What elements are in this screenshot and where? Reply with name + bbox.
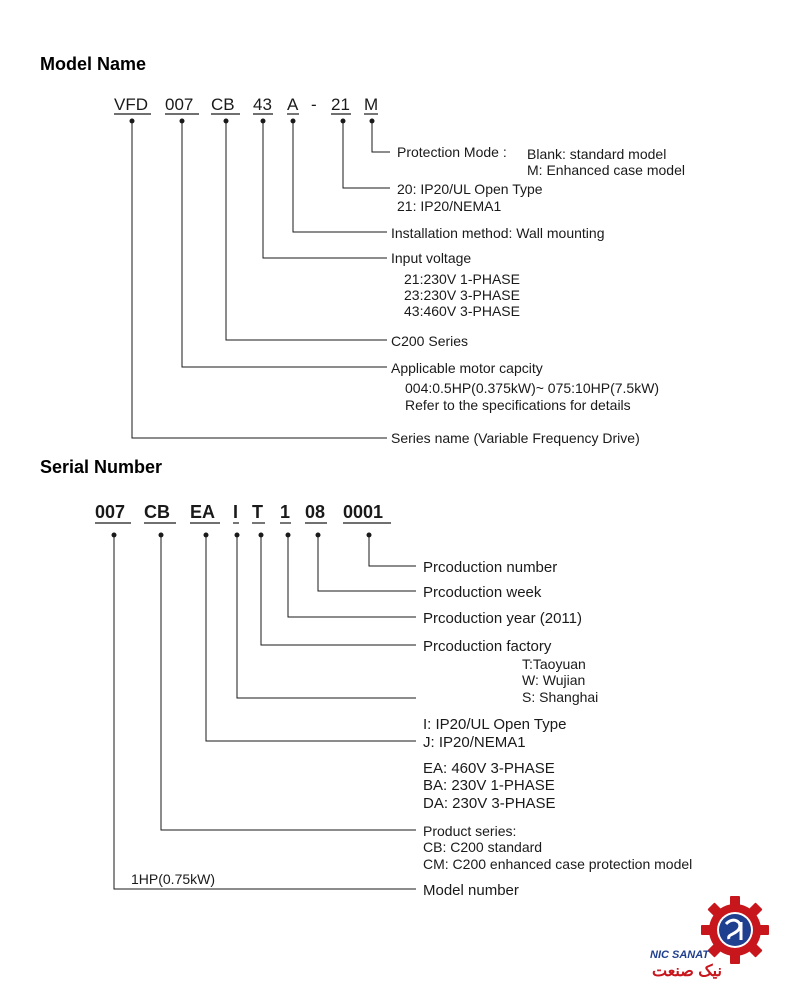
serial-code-model: 007 [95,502,125,522]
model-number: Model number [423,882,519,899]
production-factory: Prcoduction factory [423,638,552,655]
serial-code-number: 0001 [343,502,383,522]
serial-code: 007 CB EA I T 1 08 0001 [95,502,391,524]
model-code-series: CB [211,95,235,114]
nic-sanat-logo: NIC SANAT نیک صنعت [650,896,769,980]
install-method: Installation method: Wall mounting [391,225,604,241]
model-code-protection: M [364,95,378,114]
volt-ba: BA: 230V 1-PHASE [423,777,555,794]
serial-code-year: 1 [280,502,290,522]
model-code-dash: - [311,95,317,114]
factory-wujian: W: Wujian [522,672,585,688]
model-code-install: A [287,95,299,114]
input-voltage-label: Input voltage [391,250,471,266]
type-21: 21: IP20/NEMA1 [397,198,501,214]
protection-mode-label: Protection Mode : [397,144,507,160]
model-hp: 1HP(0.75kW) [131,871,215,887]
model-code-voltage: 43 [253,95,272,114]
volt-ea: EA: 460V 3-PHASE [423,760,555,777]
capacity-label: Applicable motor capcity [391,360,543,376]
volt-da: DA: 230V 3-PHASE [423,795,556,812]
type-j: J: IP20/NEMA1 [423,734,526,751]
production-number: Prcoduction number [423,559,557,576]
serial-code-factory: T [252,502,263,522]
type-i: I: IP20/UL Open Type [423,716,566,733]
serial-code-series: CB [144,502,170,522]
serial-number-heading: Serial Number [40,457,162,477]
serial-code-voltage: EA [190,502,215,522]
capacity-ref: Refer to the specifications for details [405,397,631,413]
model-code-vfd: VFD [114,95,148,114]
production-year: Prcoduction year (2011) [423,610,582,627]
type-20: 20: IP20/UL Open Type [397,181,543,197]
product-series-label: Product series: [423,823,516,839]
serial-code-week: 08 [305,502,325,522]
c200-series: C200 Series [391,333,468,349]
logo-name-fa: نیک صنعت [652,963,722,980]
protection-blank: Blank: standard model [527,146,666,162]
model-code-capacity: 007 [165,95,193,114]
capacity-range: 004:0.5HP(0.375kW)~ 075:10HP(7.5kW) [405,380,659,396]
product-cm: CM: C200 enhanced case protection model [423,856,692,872]
gear-icon [701,896,769,964]
logo-name-en: NIC SANAT [650,949,710,961]
product-cb: CB: C200 standard [423,839,542,855]
production-week: Prcoduction week [423,584,542,601]
model-code-type: 21 [331,95,350,114]
factory-shanghai: S: Shanghai [522,689,598,705]
serial-code-type: I [233,502,238,522]
voltage-21: 21:230V 1-PHASE [404,271,520,287]
protection-m: M: Enhanced case model [527,162,685,178]
factory-taoyuan: T:Taoyuan [522,656,586,672]
voltage-43: 43:460V 3-PHASE [404,303,520,319]
series-name: Series name (Variable Frequency Drive) [391,430,640,446]
voltage-23: 23:230V 3-PHASE [404,287,520,303]
model-code: VFD 007 CB 43 A - 21 M [114,95,378,115]
model-name-heading: Model Name [40,54,146,74]
